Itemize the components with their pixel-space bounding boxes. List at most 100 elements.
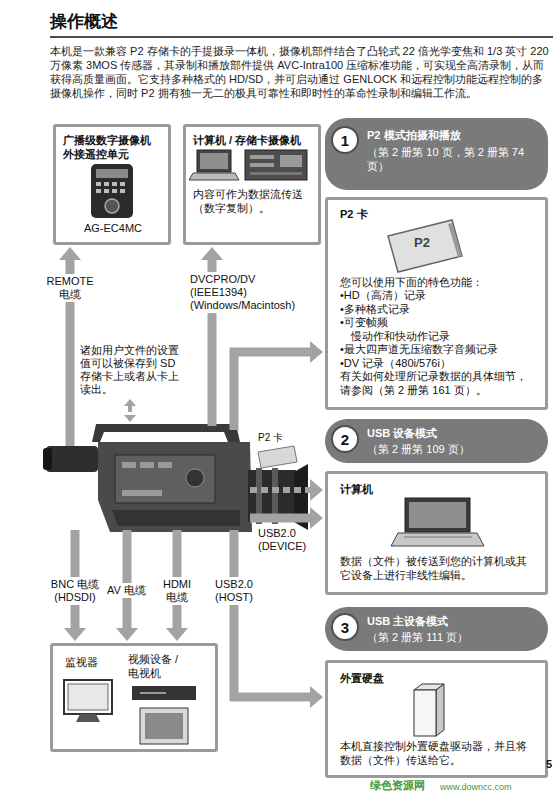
feature-box: 广播级数字摄像机 外接遥控单元AG-EC4MC	[53, 124, 171, 245]
box-text: 有关如何处理所记录数据的具体细节，请参阅（第 2 册第 161 页）。	[340, 370, 535, 397]
annotation-label: AV 电缆	[107, 583, 146, 598]
box-text: 本机直接控制外置硬盘驱动器，并且将数据（文件）传送给它。	[340, 739, 535, 767]
feature-box: 计算机 / 存储卡摄像机内容可作为数据流传送 （数字复制）。	[183, 124, 321, 245]
annotation-label: USB2.0 (DEVICE)	[258, 527, 314, 553]
box-text: •HD（高清）记录	[340, 289, 535, 303]
box-heading: 外置硬盘	[340, 671, 535, 685]
camera-body	[98, 442, 252, 532]
remote-dial	[105, 199, 119, 213]
box-heading: 计算机 / 存储卡摄像机	[193, 133, 312, 147]
box-text: （第 2 册第 10 页，第 2 册第 74 页）	[367, 145, 538, 173]
box-text: 数据（文件）被传送到您的计算机或其它设备上进行非线性编辑。	[340, 554, 535, 582]
annotation-label: www.downcc.com	[440, 781, 512, 794]
cable-arrow	[250, 507, 323, 529]
tv-frame	[140, 708, 188, 744]
cable-arrow	[116, 530, 138, 641]
tv-screen	[145, 713, 183, 739]
cable-arrow	[166, 530, 188, 641]
arrow-shaft	[208, 259, 217, 426]
remote-control	[91, 164, 133, 218]
cable-arrow	[234, 341, 323, 430]
arrow-head	[64, 628, 86, 641]
intro-paragraph: 本机是一款兼容 P2 存储卡的手提摄录一体机，摄像机部件结合了凸轮式 22 倍光…	[50, 44, 552, 100]
step-number: 1	[331, 126, 359, 154]
cable-arrow	[234, 530, 323, 708]
arrow-shaft	[173, 530, 182, 629]
box-text: 您可以使用下面的特色功能：	[340, 276, 535, 290]
feature-box: 计算机数据（文件）被传送到您的计算机或其它设备上进行非线性编辑。	[325, 471, 548, 595]
annotation-label: 绿色资源网	[370, 779, 425, 792]
feature-box: 监视器视频设备 / 电视机	[50, 643, 218, 752]
laptop-screen	[197, 150, 231, 172]
annotation-label: REMOTE 电缆	[45, 274, 95, 302]
camera-handle	[92, 424, 240, 442]
arrow-shaft	[123, 530, 132, 629]
camera-eyecup	[43, 448, 52, 470]
laptop-icon	[391, 498, 484, 546]
camera-buttons	[122, 462, 172, 496]
arrow-shaft	[71, 530, 80, 629]
small-card	[258, 446, 297, 468]
arrow-shaft	[66, 259, 75, 446]
vcr-body	[132, 686, 196, 700]
box-text: •可变帧频 慢动作和快动作记录	[340, 316, 431, 343]
mode-banner: USB 主设备模式（第 2 册第 111 页）3	[325, 607, 548, 651]
laptop-keys	[404, 537, 472, 538]
vcr-slot	[140, 692, 166, 694]
box-text: 内容可作为数据流传送 （数字复制）。	[193, 187, 312, 215]
box-text: •多种格式记录	[340, 303, 535, 317]
box-text: （第 2 册第 111 页）	[367, 630, 538, 644]
step-number: 3	[331, 613, 359, 641]
arrow-head	[310, 341, 323, 363]
card-recorder-icon	[245, 150, 307, 180]
hard-disk-icon	[414, 684, 444, 736]
arrow-shaft	[234, 352, 311, 430]
recorder-slots	[250, 155, 302, 167]
laptop-display	[200, 153, 228, 169]
computer-icon	[189, 150, 239, 180]
laptop-screen	[405, 498, 470, 532]
remote-body	[91, 164, 133, 218]
box-heading: 广播级数字摄像机 外接遥控单元	[63, 133, 163, 161]
arrow-head	[116, 628, 138, 641]
disk-side	[436, 684, 444, 736]
arrow-shaft	[234, 530, 311, 697]
recorder-body	[245, 150, 307, 180]
small-p2-card	[258, 446, 297, 468]
cable-arrow	[201, 247, 223, 426]
cable-arrow	[124, 399, 136, 422]
arrow-head	[310, 479, 323, 501]
arrow-shaft	[250, 514, 311, 523]
step-number-text: 3	[341, 620, 349, 635]
box-heading: P2 卡	[340, 208, 535, 222]
arrow-head	[124, 399, 136, 406]
camera-dial	[186, 469, 204, 487]
cable-arrows	[59, 247, 323, 708]
arrow-head	[201, 247, 223, 260]
vcr-icon	[132, 686, 196, 700]
mode-banner: P2 模式拍摄和播放（第 2 册第 10 页，第 2 册第 74 页）1	[325, 118, 548, 190]
arrow-head	[310, 686, 323, 708]
arrow-head	[166, 628, 188, 641]
camera-grip	[112, 510, 240, 526]
laptop-base	[189, 173, 239, 180]
cable-arrow	[250, 479, 323, 501]
step-number-text: 1	[341, 133, 349, 148]
box-text: •最大四声道无压缩数字音频记录	[340, 343, 535, 357]
camera-side-panel	[115, 455, 215, 503]
annotation-label: P2 卡	[258, 431, 283, 444]
step-number: 2	[331, 425, 359, 453]
arrow-head	[59, 247, 81, 260]
monitor-icon	[64, 680, 112, 722]
cable-arrow	[64, 530, 86, 641]
box-heading: 计算机	[340, 482, 535, 496]
mode-banner: USB 设备模式（第 2 册第 109 页）2	[325, 419, 548, 463]
annotation-label: P2	[414, 236, 430, 249]
cable-arrow	[59, 247, 81, 446]
feature-box: 外置硬盘本机直接控制外置硬盘驱动器，并且将数据（文件）传送给它。	[325, 660, 548, 778]
p2-card	[388, 220, 462, 272]
laptop-base	[391, 533, 484, 546]
box-heading: USB 设备模式	[367, 426, 538, 440]
monitor-stand	[76, 714, 100, 722]
annotation-label: 诸如用户文件的设置值可以被保存到 SD 存储卡上或者从卡上读出。	[80, 344, 180, 396]
